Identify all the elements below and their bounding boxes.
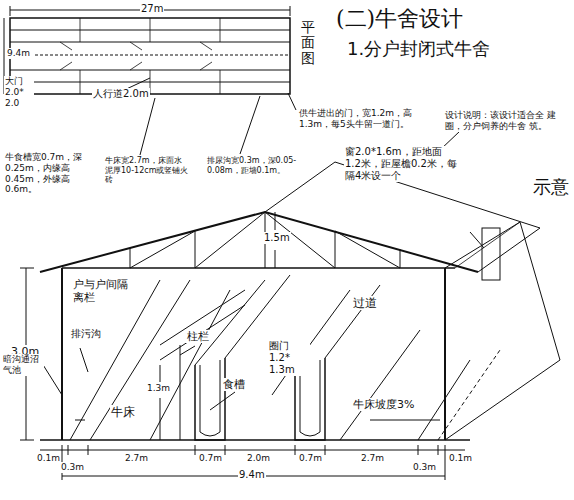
dimension: 1.3m — [146, 383, 171, 394]
schematic-label: 示意 — [532, 176, 570, 198]
dimension: 0.7m — [198, 453, 223, 464]
partition-label: 户与户间隔离栏 — [72, 278, 136, 304]
pen-door-label: 圈门 1.2* 1.3m — [268, 340, 310, 376]
window-note: 窗2.0*1.6m，距地面1.2米，距屋檐0.2米，每隔4米设一个 — [344, 146, 458, 182]
gate-note: 大门 2.0* 2.0 — [4, 76, 34, 108]
slope-label: 牛床坡度3% — [352, 398, 415, 411]
dimension: 27m — [140, 3, 164, 15]
bed-label: 牛床 — [110, 405, 136, 419]
door-note: 供牛进出的门，宽1.2m，高1.3m，每5头牛留一道门。 — [298, 108, 440, 130]
trough-note: 牛食槽宽0.7m，深0.25m，内缘高0.45m，外缘高0.6m。 — [4, 152, 98, 195]
dimension: 2.7m — [124, 453, 149, 464]
dimension: 9.4m — [6, 48, 34, 59]
title: (二)牛舍设计 — [336, 4, 463, 34]
rail-label: 柱栏 — [186, 330, 210, 343]
trough-label: 食槽 — [222, 378, 246, 391]
dimension: 0.7m — [298, 453, 323, 464]
bed-note: 牛床宽2.7m，床面水泥厚10-12cm或竖铺火砖 — [104, 156, 190, 185]
biogas-label: 暗沟通沼气池 — [2, 354, 44, 376]
subtitle: 1.分户封闭式牛舍 — [346, 38, 491, 60]
sewer-label: 排污沟 — [70, 328, 102, 340]
aisle-label: 过道 — [352, 296, 378, 310]
dimension: 1.5m — [263, 232, 291, 244]
plan-label: 平面图 — [300, 20, 316, 66]
dimension: 2.0m — [246, 453, 271, 464]
drain-note: 排尿沟宽0.3m，深0.05-0.08m，距墙0.1m。 — [206, 156, 312, 175]
dimension: 0.3m — [60, 462, 85, 473]
design-note: 设计说明：该设计适合全 建圈，分户饲养的牛舍 筑。 — [444, 110, 570, 132]
dimension: 2.7m — [360, 453, 385, 464]
dimension: 0.1m — [36, 453, 61, 464]
dimension: 9.4m — [238, 469, 266, 481]
dimension: 0.3m — [412, 462, 437, 473]
walkway-label: 人行道2.0m — [92, 88, 150, 100]
dimension: 0.1m — [448, 453, 473, 464]
